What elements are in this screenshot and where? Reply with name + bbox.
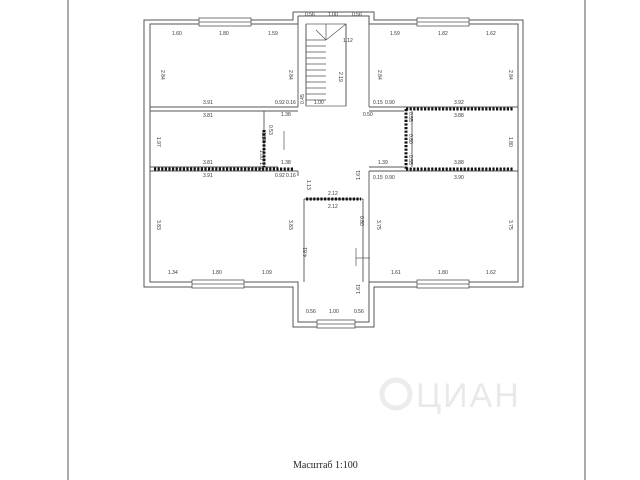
new-partitions: [154, 107, 514, 201]
dim-br-right: 3.75: [507, 220, 513, 230]
dim-stair-gap: 0.45: [300, 94, 306, 104]
dim-br-bottom-b: 1.80: [438, 270, 448, 276]
dim-stair-run: 2.19: [337, 72, 343, 82]
dim-mr-left-a: 0.55: [407, 112, 413, 122]
dim-tr-b-b: 0.90: [385, 100, 395, 106]
dim-c-vert: 1.13: [305, 180, 311, 190]
dim-bl-bottom-a: 1.34: [168, 270, 178, 276]
dim-ml-right-c: 1.00: [258, 150, 264, 160]
dim-c-lower: 4.81: [303, 247, 309, 257]
dim-mr-right: 1.80: [507, 137, 513, 147]
dim-bl-top: 3.91: [203, 173, 213, 179]
watermark-text: ЦИАН: [416, 377, 521, 415]
dim-c-door: 0.80: [358, 216, 364, 226]
dim-br-left: 3.75: [375, 220, 381, 230]
dimension-labels: 0.56 1.00 0.56 1.12 2.19 0.45 1.00 1.60 …: [155, 12, 513, 315]
dim-br-t-b: 0.90: [385, 175, 395, 181]
dim-tr-b-a: 0.15: [373, 100, 383, 106]
dim-tl-left: 2.84: [159, 70, 165, 80]
dim-br-top: 3.90: [454, 175, 464, 181]
dim-ml-b-c: 1.38: [281, 160, 291, 166]
door-markers: [283, 131, 370, 266]
dim-tl-bottom: 3.91: [203, 100, 213, 106]
dim-ml-right-b: 0.53: [267, 125, 273, 135]
dim-tr-right: 2.84: [507, 70, 513, 80]
dim-tr-top-b: 1.82: [438, 31, 448, 37]
dim-tl-b-a: 0.92: [275, 100, 285, 106]
dim-mr-b-a: 1.39: [378, 160, 388, 166]
dim-stair-top-right: 0.56: [352, 12, 362, 18]
dim-c-lower-b: 1.61: [356, 170, 362, 180]
dim-tr-top-a: 1.59: [390, 31, 400, 37]
dim-bl-bottom-c: 1.09: [262, 270, 272, 276]
dim-c-right: 1.61: [356, 284, 362, 294]
dim-c-bottom-a: 0.56: [306, 309, 316, 315]
windows: [191, 17, 470, 329]
dim-bl-bottom-b: 1.80: [212, 270, 222, 276]
dim-tl-b-c: 1.38: [281, 112, 291, 118]
dim-tl-b-b: 0.16: [286, 100, 296, 106]
dim-tl-top-a: 1.60: [172, 31, 182, 37]
dim-bl-t-b: 0.16: [286, 173, 296, 179]
dim-br-t-a: 0.15: [373, 175, 383, 181]
dim-tl-top-b: 1.80: [219, 31, 229, 37]
dim-br-bottom-a: 1.61: [391, 270, 401, 276]
dim-tl-right: 2.84: [287, 70, 293, 80]
dim-tr-left: 2.84: [376, 70, 382, 80]
dim-stair-width: 1.12: [343, 38, 353, 44]
interior-walls: [150, 24, 518, 282]
dim-tr-b-l: 0.50: [363, 112, 373, 118]
dim-ml-top: 3.81: [203, 113, 213, 119]
dim-bl-right: 3.83: [287, 220, 293, 230]
dim-mr-left-b: 0.80: [407, 134, 413, 144]
dim-tr-top-c: 1.62: [486, 31, 496, 37]
dim-c-mid-top: 2.12: [328, 191, 338, 197]
dim-ml-right-a: 1.97: [260, 132, 266, 142]
dim-stair-top-left: 0.56: [305, 12, 315, 18]
dim-stair-top-mid: 1.00: [328, 12, 338, 18]
dim-c-mid-bot: 2.12: [328, 204, 338, 210]
dim-ml-bottom: 3.81: [203, 160, 213, 166]
dim-ml-left: 1.97: [155, 137, 161, 147]
dim-bl-left: 3.83: [155, 220, 161, 230]
dim-stair-bottom: 1.00: [314, 100, 324, 106]
watermark-logo: ЦИАН: [379, 377, 521, 415]
dim-ml-right-d: 1.53: [258, 162, 264, 172]
dim-bl-t-a: 0.92: [275, 173, 285, 179]
dim-c-bottom-b: 1.00: [329, 309, 339, 315]
dim-tr-bottom: 3.92: [454, 100, 464, 106]
dim-mr-bottom: 3.88: [454, 160, 464, 166]
dim-c-bottom-c: 0.56: [354, 309, 364, 315]
staircase: [305, 23, 347, 107]
dim-mr-top: 3.88: [454, 113, 464, 119]
scale-label: Масштаб 1:100: [293, 460, 358, 471]
dim-br-bottom-c: 1.62: [486, 270, 496, 276]
dim-tl-top-c: 1.59: [268, 31, 278, 37]
dim-mr-left-c: 0.55: [407, 155, 413, 165]
